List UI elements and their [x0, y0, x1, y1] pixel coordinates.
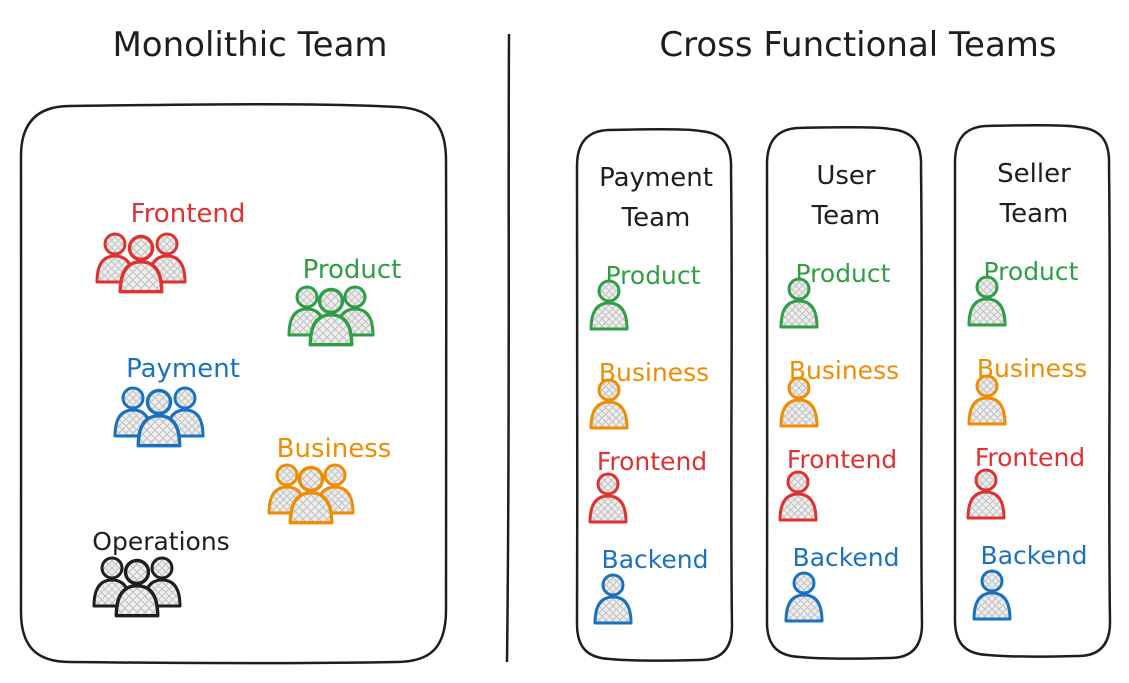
member-backend: Backend [593, 545, 709, 625]
member-label: Backend [602, 545, 709, 574]
team-card-payment: Payment Team Product Business Frontend B… [575, 128, 734, 662]
team-name-line2: Team [999, 199, 1069, 229]
team-container [765, 126, 924, 660]
group-label: Frontend [131, 199, 246, 229]
member-backend: Backend [784, 543, 900, 623]
team-container [575, 128, 734, 662]
person-icon [593, 573, 633, 625]
team-name-line2: Team [811, 201, 881, 231]
group-label: Operations [92, 527, 229, 556]
group-business: Business [267, 434, 392, 525]
team-name-line1: Payment [599, 163, 713, 193]
group-frontend: Frontend [95, 199, 246, 294]
group-label: Business [277, 434, 392, 464]
member-product: Product [779, 259, 891, 329]
team-name-line1: Seller [997, 159, 1071, 189]
member-label: Product [984, 257, 1079, 286]
person-icon [778, 470, 818, 522]
member-label: Backend [793, 543, 900, 572]
member-label: Frontend [597, 447, 707, 476]
member-business: Business [589, 358, 709, 430]
member-backend: Backend [972, 541, 1088, 621]
person-icon [784, 571, 824, 623]
member-business: Business [779, 356, 899, 428]
member-label: Frontend [975, 443, 1085, 472]
member-product: Product [967, 257, 1079, 327]
group-operations: Operations [92, 527, 230, 618]
member-product: Product [589, 261, 701, 331]
group-label: Product [303, 255, 402, 285]
member-frontend: Frontend [966, 443, 1085, 520]
person-icon [967, 374, 1007, 426]
person-icon [972, 569, 1012, 621]
person-icon [588, 472, 628, 524]
people-icon [267, 463, 355, 525]
person-icon [966, 468, 1006, 520]
team-name-line1: User [816, 161, 876, 191]
team-name-line2: Team [621, 203, 691, 233]
people-icon [287, 285, 375, 347]
cross-functional-title: Cross Functional Teams [659, 25, 1056, 65]
group-payment: Payment [113, 354, 240, 448]
member-label: Product [796, 259, 891, 288]
person-icon [779, 376, 819, 428]
people-icon [92, 556, 182, 618]
team-card-seller: Seller Team Product Business Frontend Ba… [953, 124, 1112, 658]
member-label: Product [606, 261, 701, 290]
monolithic-container [19, 103, 448, 665]
monolithic-title: Monolithic Team [112, 25, 387, 65]
group-label: Payment [126, 354, 240, 384]
person-icon [589, 378, 629, 430]
member-frontend: Frontend [588, 447, 707, 524]
group-product: Product [287, 255, 402, 347]
member-frontend: Frontend [778, 445, 897, 522]
team-card-user: User Team Product Business Frontend Back… [765, 126, 924, 660]
member-label: Frontend [787, 445, 897, 474]
people-icon [95, 232, 187, 294]
section-divider [505, 33, 511, 663]
member-business: Business [967, 354, 1087, 426]
member-label: Backend [981, 541, 1088, 570]
people-icon [113, 386, 205, 448]
team-container [953, 124, 1112, 658]
